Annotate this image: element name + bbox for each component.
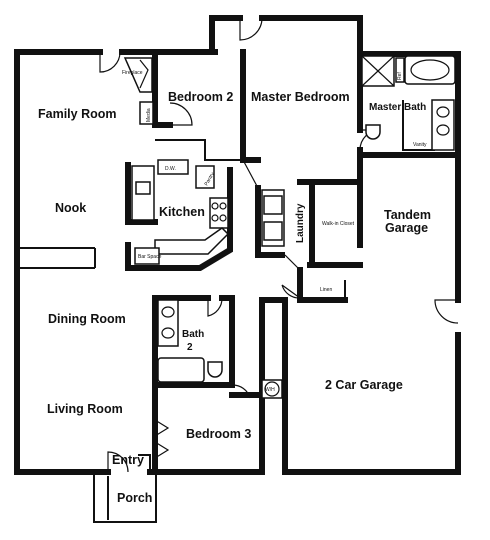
toilet-icon bbox=[365, 124, 381, 140]
kitchen-counter-top bbox=[157, 159, 189, 175]
room-labels: Family Room Bedroom 2 Master Bedroom Mas… bbox=[38, 90, 431, 505]
range-icon bbox=[209, 197, 229, 229]
label-linen: Linen bbox=[320, 287, 332, 293]
door-hall-garage bbox=[281, 284, 302, 299]
sink-icon bbox=[135, 181, 151, 195]
media-niche-icon bbox=[139, 101, 154, 125]
label-media: Media bbox=[146, 108, 152, 122]
label-family-room: Family Room bbox=[38, 107, 117, 121]
label-tandem-garage: Garage bbox=[385, 221, 428, 235]
bath2-sink-b-icon bbox=[161, 327, 175, 339]
label-master-bedroom: Master Bedroom bbox=[251, 90, 350, 104]
water-heater-icon bbox=[264, 381, 280, 397]
door-bedroom3 bbox=[231, 384, 251, 399]
door-bedroom2 bbox=[169, 102, 193, 126]
bar-space-icon bbox=[134, 247, 160, 265]
sink-a-icon bbox=[436, 106, 450, 118]
label-dw: D.W. bbox=[165, 166, 176, 172]
wall-bedroom2-closet bbox=[155, 139, 243, 161]
shower-cross-b bbox=[361, 55, 395, 87]
label-tandem: Tandem bbox=[384, 208, 431, 222]
wall-linen bbox=[297, 267, 348, 303]
door-laundry-garage bbox=[284, 254, 301, 271]
dryer-icon bbox=[263, 221, 283, 241]
wall-laundry-west bbox=[255, 185, 285, 258]
burner-d-icon bbox=[219, 214, 227, 222]
door-entry bbox=[107, 451, 129, 473]
kitchen-island-icon bbox=[154, 227, 230, 255]
door-tandem-side bbox=[434, 299, 459, 324]
label-vanity: Vanity bbox=[413, 142, 427, 148]
door-family-north bbox=[99, 51, 121, 73]
bath2-tub-icon bbox=[157, 357, 205, 383]
burner-a-icon bbox=[211, 202, 219, 210]
toilet-room-icon bbox=[395, 57, 405, 83]
label-two-car-garage: 2 Car Garage bbox=[325, 378, 403, 392]
door-master-north bbox=[239, 17, 263, 41]
label-bedroom-2: Bedroom 2 bbox=[168, 90, 233, 104]
wall-north-master bbox=[209, 15, 243, 55]
fireplace-hearth bbox=[139, 59, 149, 89]
label-fireplace: Fireplace bbox=[122, 70, 143, 76]
label-bath-2-number: 2 bbox=[187, 342, 193, 353]
door-master-bedroom bbox=[242, 159, 259, 189]
label-ref: Ref bbox=[397, 72, 403, 80]
label-kitchen: Kitchen bbox=[159, 205, 205, 219]
burner-b-icon bbox=[219, 202, 227, 210]
washer-icon bbox=[263, 195, 283, 215]
wall-kitchen-west bbox=[125, 162, 158, 225]
wall-west bbox=[14, 49, 103, 475]
wall-masterbath-partition bbox=[402, 100, 435, 151]
wall-kitchen-south bbox=[125, 227, 233, 271]
burner-c-icon bbox=[211, 214, 219, 222]
label-bedroom-3: Bedroom 3 bbox=[186, 427, 251, 441]
door-bedroom3-closet bbox=[154, 419, 170, 459]
tub-basin-icon bbox=[410, 59, 450, 81]
label-entry: Entry bbox=[112, 453, 144, 467]
label-nook: Nook bbox=[55, 201, 86, 215]
label-bath-2: Bath bbox=[182, 329, 204, 340]
label-master-bath: Master Bath bbox=[369, 102, 426, 113]
label-bar-space: Bar Space bbox=[138, 254, 162, 260]
bath2-toilet-icon bbox=[207, 361, 223, 378]
bath2-vanity-icon bbox=[157, 299, 179, 347]
label-laundry: Laundry bbox=[295, 203, 306, 243]
exterior-walls bbox=[14, 15, 461, 523]
wall-north-bath bbox=[357, 15, 461, 158]
door-bath2 bbox=[207, 297, 223, 317]
label-wh: W/H bbox=[265, 387, 275, 393]
porch-outline bbox=[93, 472, 157, 523]
label-porch: Porch bbox=[117, 491, 152, 505]
label-dining-room: Dining Room bbox=[48, 312, 126, 326]
label-walkin-closet: Walk-in Closet bbox=[322, 221, 355, 227]
pantry-icon bbox=[195, 165, 215, 189]
doors bbox=[99, 17, 459, 473]
label-living-room: Living Room bbox=[47, 402, 123, 416]
interior-walls bbox=[17, 49, 461, 475]
sink-b-icon bbox=[436, 124, 450, 136]
wall-garage-south bbox=[282, 297, 461, 475]
entry-closet-wall bbox=[138, 454, 151, 472]
bath2-sink-a-icon bbox=[161, 306, 175, 318]
fixtures bbox=[123, 55, 456, 399]
